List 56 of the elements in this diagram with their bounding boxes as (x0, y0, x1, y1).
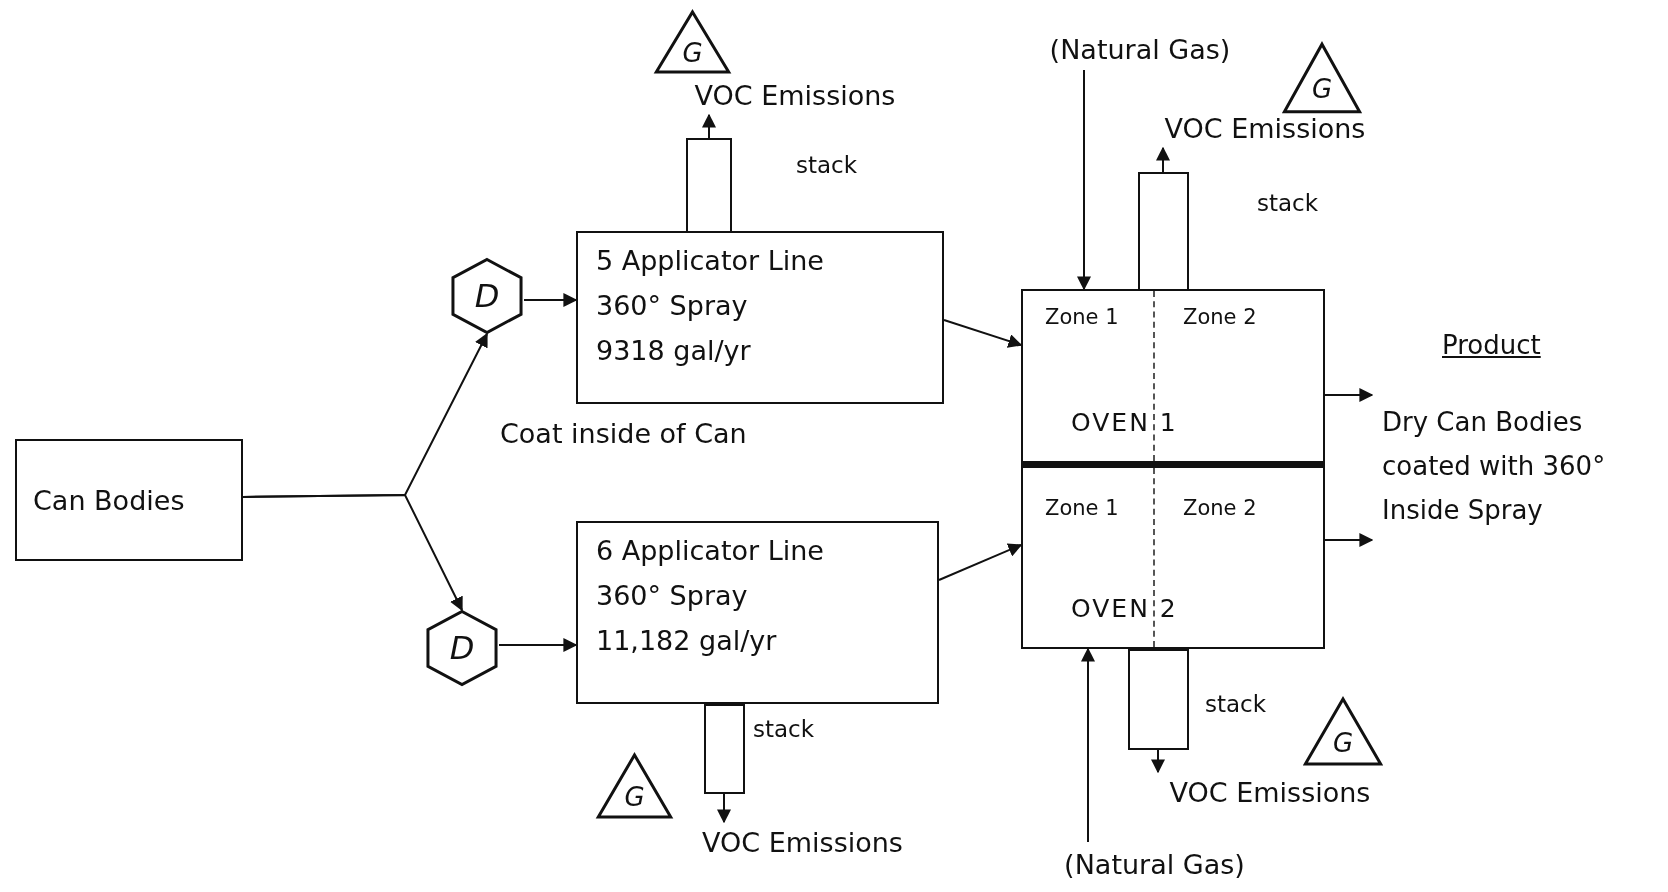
arrow (938, 543, 1023, 581)
oven-label: OVEN 1 (1071, 408, 1178, 437)
product-description: Dry Can Bodies coated with 360° Inside Spray (1382, 406, 1607, 528)
symbol-letter: D (474, 277, 500, 315)
hexagon-symbol (425, 610, 499, 686)
flow-label: (Natural Gas) (1049, 33, 1231, 65)
flow-label: (Natural Gas) (1064, 848, 1245, 880)
process-text: 5 Applicator Line (596, 245, 825, 276)
zone-label: Zone 1 (1045, 305, 1119, 329)
arrow (242, 494, 463, 612)
triangle-symbol (596, 753, 673, 819)
triangle-symbol (1282, 42, 1362, 114)
triangle-symbol (1303, 697, 1383, 766)
hexagon-symbol (450, 258, 524, 334)
process-text: 360° Spray (596, 290, 749, 321)
arrow (702, 113, 716, 139)
flow-label: VOC Emissions (702, 826, 903, 858)
process-box (576, 521, 939, 704)
oven-box (1021, 468, 1325, 649)
stack-label: stack (753, 716, 815, 742)
symbol-letter: D (449, 629, 475, 667)
process-text: 360° Spray (596, 580, 749, 611)
arrow (1324, 388, 1374, 402)
flow-label: VOC Emissions (1169, 776, 1371, 808)
triangle-symbol (654, 10, 731, 74)
flow-label: VOC Emissions (694, 79, 896, 111)
symbol-letter: G (682, 38, 703, 68)
arrow (1151, 749, 1165, 774)
arrow (1156, 146, 1170, 173)
arrow (717, 793, 731, 824)
oven-label: OVEN 2 (1071, 594, 1178, 623)
zone-label: Zone 2 (1183, 496, 1257, 520)
symbol-letter: G (1311, 74, 1333, 104)
zone-label: Zone 1 (1045, 496, 1119, 520)
process-text: 11,182 gal/yr (596, 625, 778, 656)
arrow (523, 293, 578, 307)
zone-label: Zone 2 (1183, 305, 1257, 329)
process-text: 6 Applicator Line (596, 535, 825, 566)
arrow (1324, 533, 1374, 547)
process-text: Can Bodies (33, 484, 186, 516)
process-text: 9318 gal/yr (596, 335, 752, 366)
stack-label: stack (796, 152, 858, 178)
process-box (15, 439, 243, 561)
stack-label: stack (1205, 691, 1267, 717)
flow-label: VOC Emissions (1164, 112, 1366, 144)
process-box (576, 231, 944, 404)
stack-label: stack (1257, 190, 1319, 216)
symbol-letter: G (1332, 727, 1354, 758)
arrow (1081, 647, 1095, 843)
annotation: Coat inside of Can (500, 418, 747, 449)
oven-box (1021, 289, 1325, 468)
arrow (1077, 69, 1091, 291)
arrow (498, 638, 578, 652)
product-heading: Product (1442, 330, 1541, 360)
symbol-letter: G (624, 782, 645, 812)
arrow (943, 319, 1023, 348)
